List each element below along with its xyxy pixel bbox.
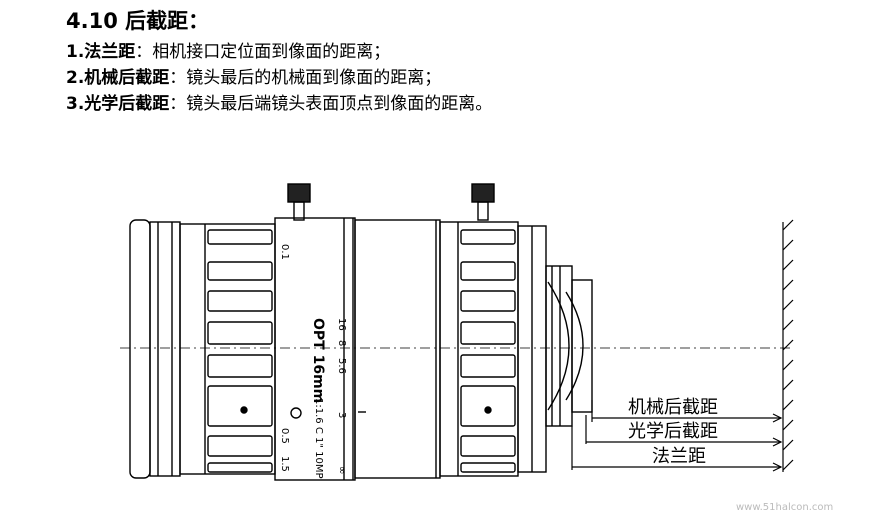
locking-screw-right [471,183,495,221]
definition-desc: 相机接口定位面到像面的距离； [152,42,391,62]
aperture-mark: 8 [336,340,347,346]
focus-mark: 0.5 [279,428,290,444]
focus-mark: ∞ [336,466,347,474]
aperture-ring-grip [460,229,516,473]
aperture-mark: 5.6 [336,358,347,374]
locking-screw-left [287,183,311,221]
definition-term: 机械后截距 [84,68,170,88]
rear-element-housing [571,279,593,413]
lens-brand-text: OPT 16mm [310,318,326,403]
flange-distance-label: 法兰距 [652,446,706,467]
image-plane [782,219,794,472]
focus-mark: 0.1 [279,244,290,260]
rear-lens-element [547,281,570,411]
section-title: 后截距： [125,8,210,33]
optical-back-focus-label: 光学后截距 [628,421,718,442]
definition-term: 法兰距 [84,42,136,62]
definition-desc: 镜头最后端镜头表面顶点到像面的距离。 [186,94,493,114]
definition-item: 3.光学后截距：镜头最后端镜头表面顶点到像面的距离。 [66,94,493,114]
watermark: www.51halcon.com [736,502,833,513]
aperture-ring [439,221,519,477]
lens-spec-text: 1:1.6 C 1" 10MP [313,398,324,479]
lens-front-cap [149,221,181,477]
dimension-lines [571,400,783,472]
definition-item: 1.法兰距：相机接口定位面到像面的距离； [66,42,391,62]
mechanical-back-focus-label: 机械后截距 [628,397,718,418]
c-mount [545,265,573,427]
section-number: 4.10 [66,9,118,33]
definition-desc: 镜头最后的机械面到像面的距离； [186,68,442,88]
section-heading: 4.10 后截距： [66,8,209,34]
lens-front-rim [129,219,151,479]
focus-mark: 1.5 [279,456,290,472]
definition-term: 光学后截距 [84,94,170,114]
focus-ring-grip [207,229,273,473]
focus-mark: 3 [336,412,347,418]
aperture-mark: 16 [336,318,347,331]
lens-barrel [354,219,441,479]
definition-item: 2.机械后截距：镜头最后的机械面到像面的距离； [66,68,442,88]
